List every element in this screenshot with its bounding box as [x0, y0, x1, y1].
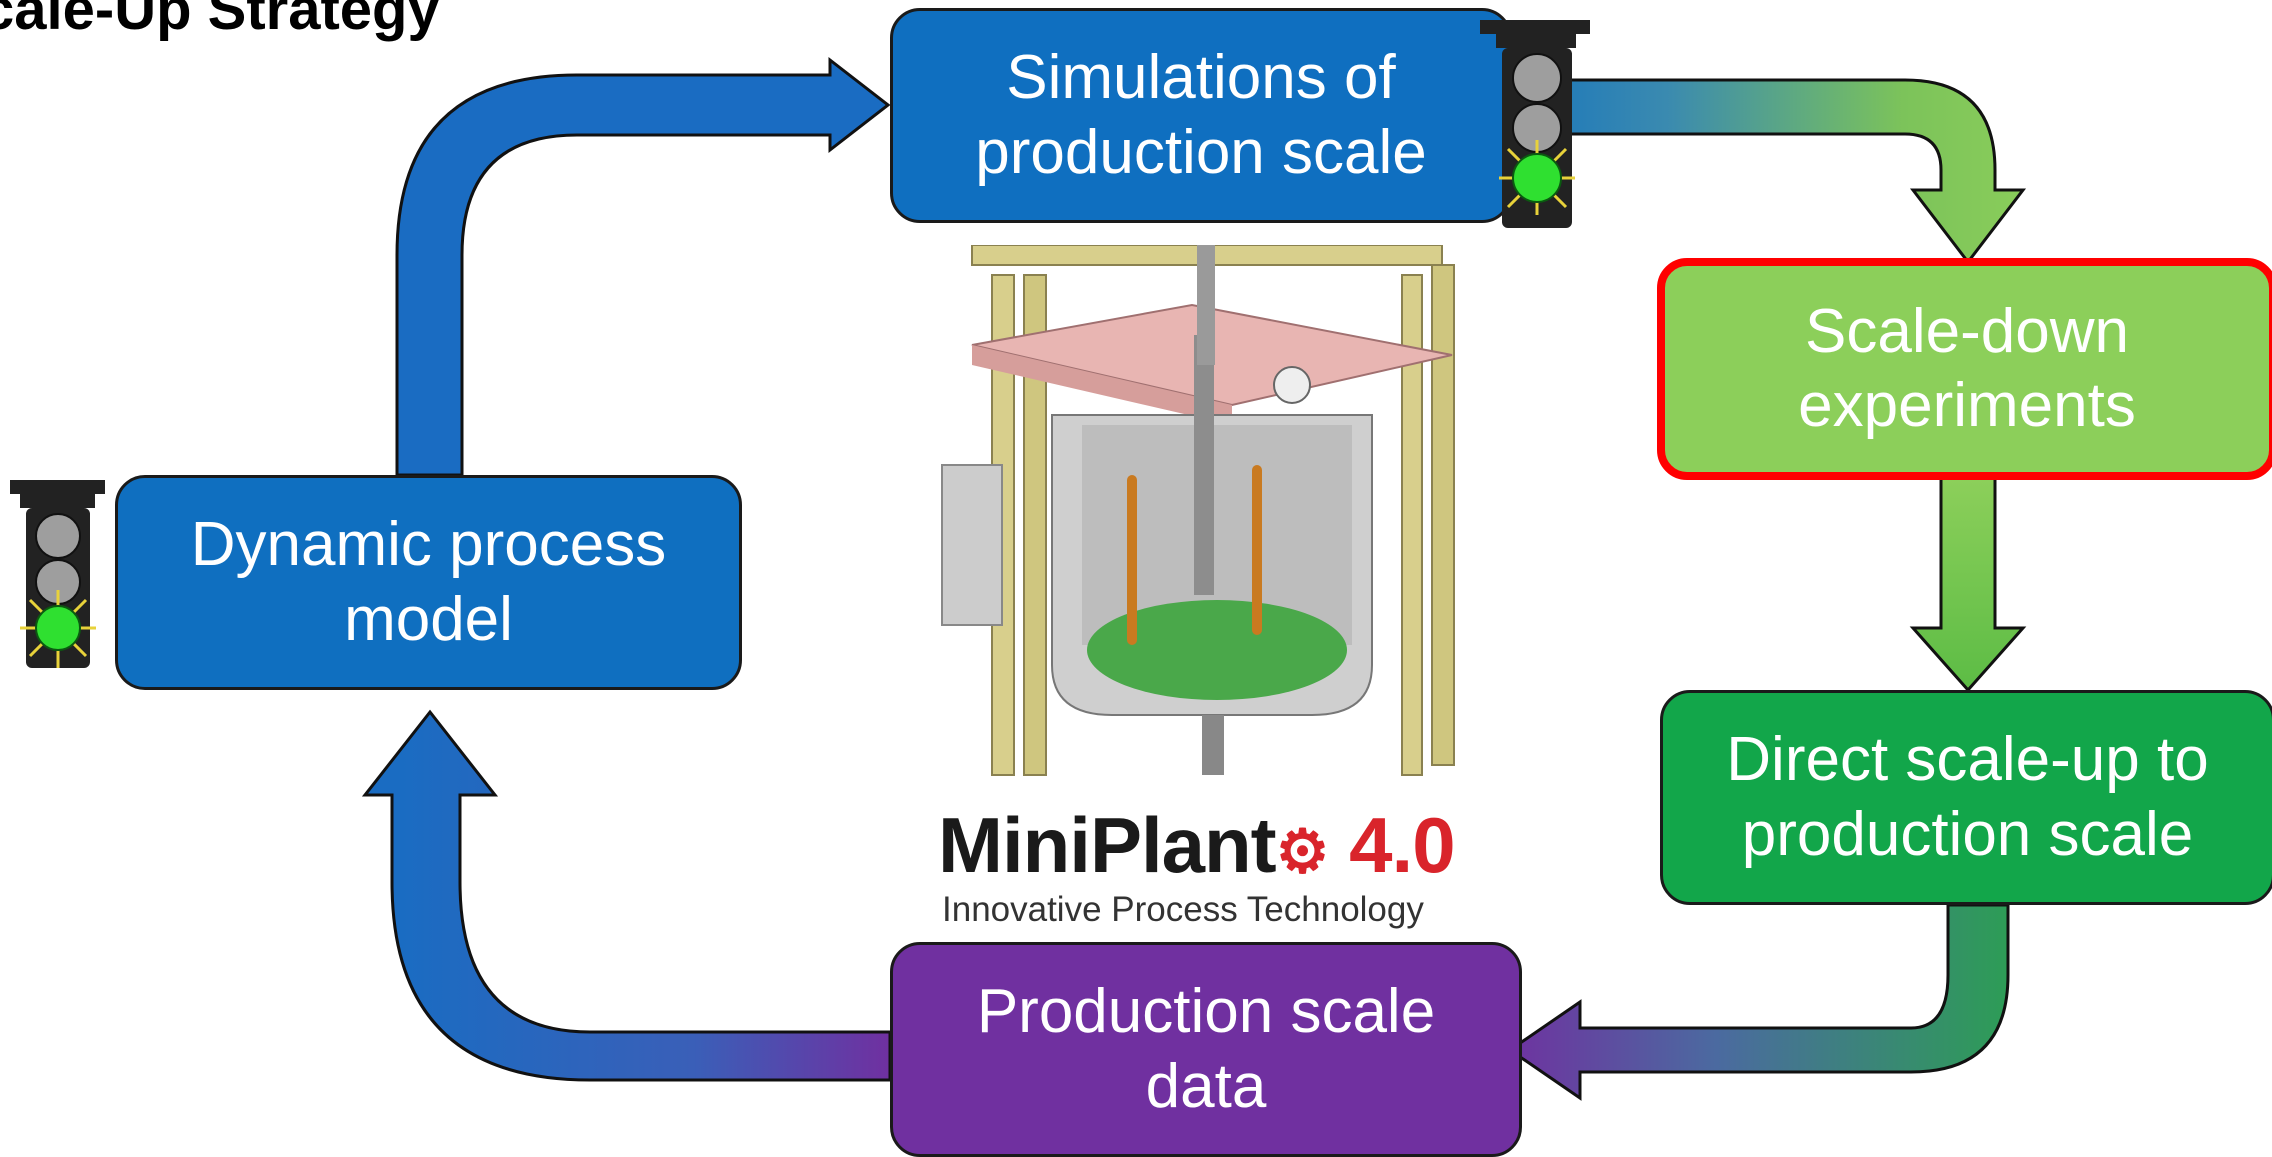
reactor-illustration [941, 245, 1455, 776]
diagram-title: cale-Up Strategy [0, 0, 440, 42]
miniplant-logo: MiniPlant⚙ 4.0 [938, 800, 1456, 891]
logo-tagline: Innovative Process Technology [942, 890, 1424, 929]
gear-icon: ⚙ [1275, 818, 1330, 885]
box-dynamic-model: Dynamic process model [115, 475, 742, 690]
logo-version: 4.0 [1349, 801, 1455, 889]
box-simulations: Simulations of production scale [890, 8, 1512, 223]
box-production-data: Production scale data [890, 942, 1522, 1157]
arrow-scale-down-to-direct [1909, 476, 2027, 693]
traffic-light-icon [10, 480, 105, 668]
arrow-model-to-simulations [395, 56, 891, 477]
arrow-direct-to-production-data [1507, 903, 2010, 1101]
arrow-simulations-to-scale-down [1463, 78, 2027, 265]
logo-name: MiniPlant [938, 801, 1277, 889]
traffic-light-icon [1480, 20, 1590, 228]
box-scale-down: Scale-down experiments [1657, 258, 2272, 480]
box-direct-scale-up: Direct scale-up to production scale [1660, 690, 2272, 905]
arrow-production-data-to-model [361, 709, 892, 1082]
